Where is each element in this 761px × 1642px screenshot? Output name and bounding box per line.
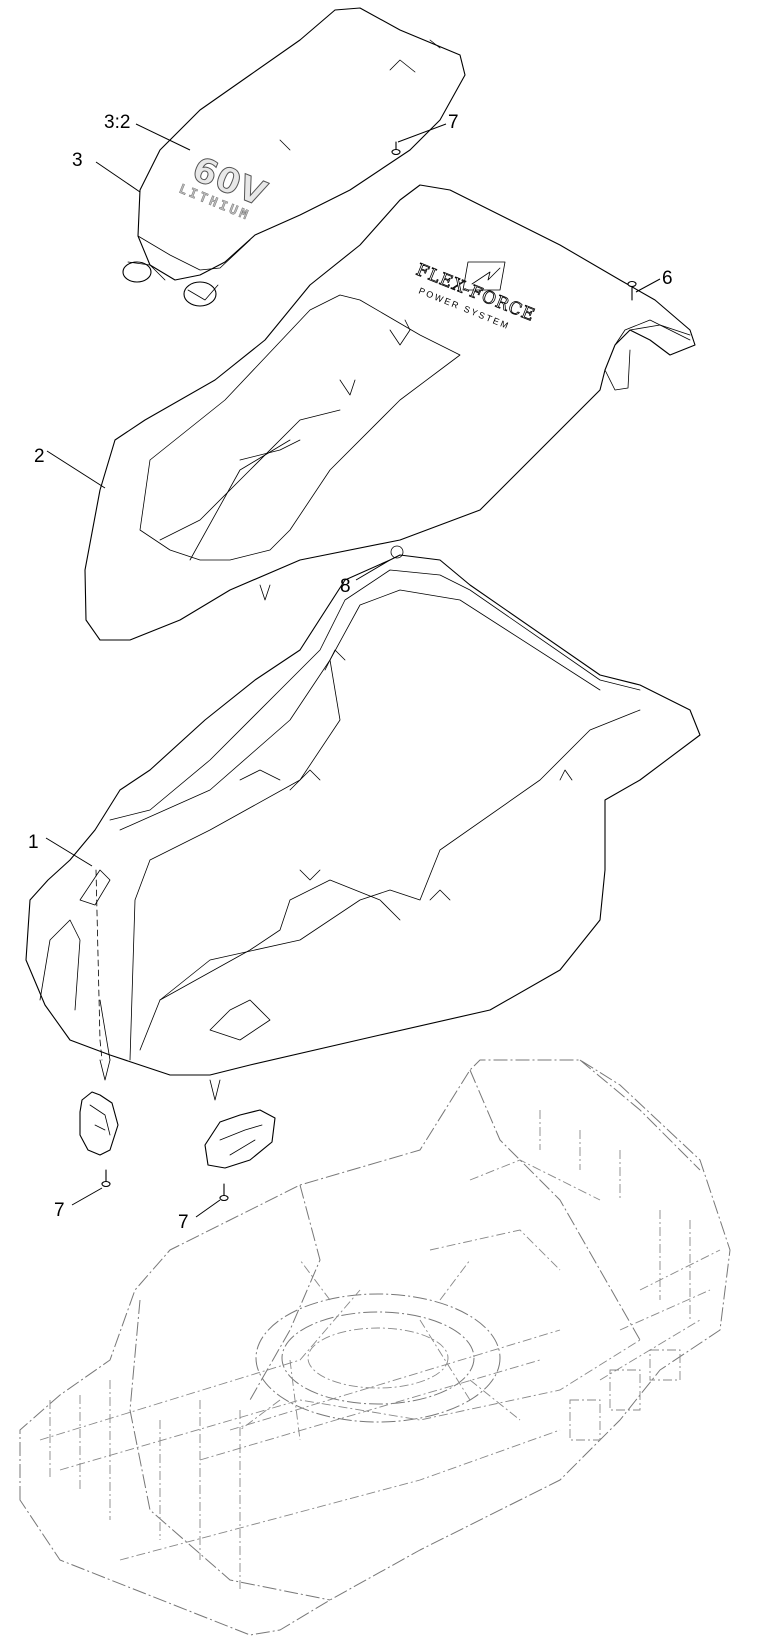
lower-housing-part-1 bbox=[25, 554, 701, 1101]
callout-3-2: 3:2 bbox=[104, 112, 130, 133]
mower-deck-phantom bbox=[19, 1059, 731, 1636]
callout-2: 2 bbox=[34, 446, 45, 467]
upper-cover-part-2: FLEX-FORCE POWER SYSTEM bbox=[84, 184, 696, 641]
screw-mid bbox=[219, 1183, 229, 1202]
screw-top bbox=[391, 141, 401, 156]
callout-7-mid: 7 bbox=[178, 1212, 189, 1233]
leader-lines bbox=[45, 123, 661, 1218]
screw-6 bbox=[627, 280, 637, 301]
side-bracket-right bbox=[204, 1109, 276, 1169]
side-bracket-left bbox=[79, 1091, 119, 1156]
screw-left bbox=[101, 1169, 111, 1188]
callout-7-top: 7 bbox=[448, 112, 459, 133]
callout-8: 8 bbox=[340, 576, 351, 597]
callout-labels: 3:2 3 7 6 2 8 1 7 7 bbox=[28, 112, 673, 1233]
callout-1: 1 bbox=[28, 832, 39, 853]
callout-6: 6 bbox=[662, 268, 673, 289]
callout-3: 3 bbox=[72, 150, 83, 171]
callout-7-left: 7 bbox=[54, 1200, 65, 1221]
top-cover-part-3: 60V LITHIUM bbox=[122, 7, 466, 307]
